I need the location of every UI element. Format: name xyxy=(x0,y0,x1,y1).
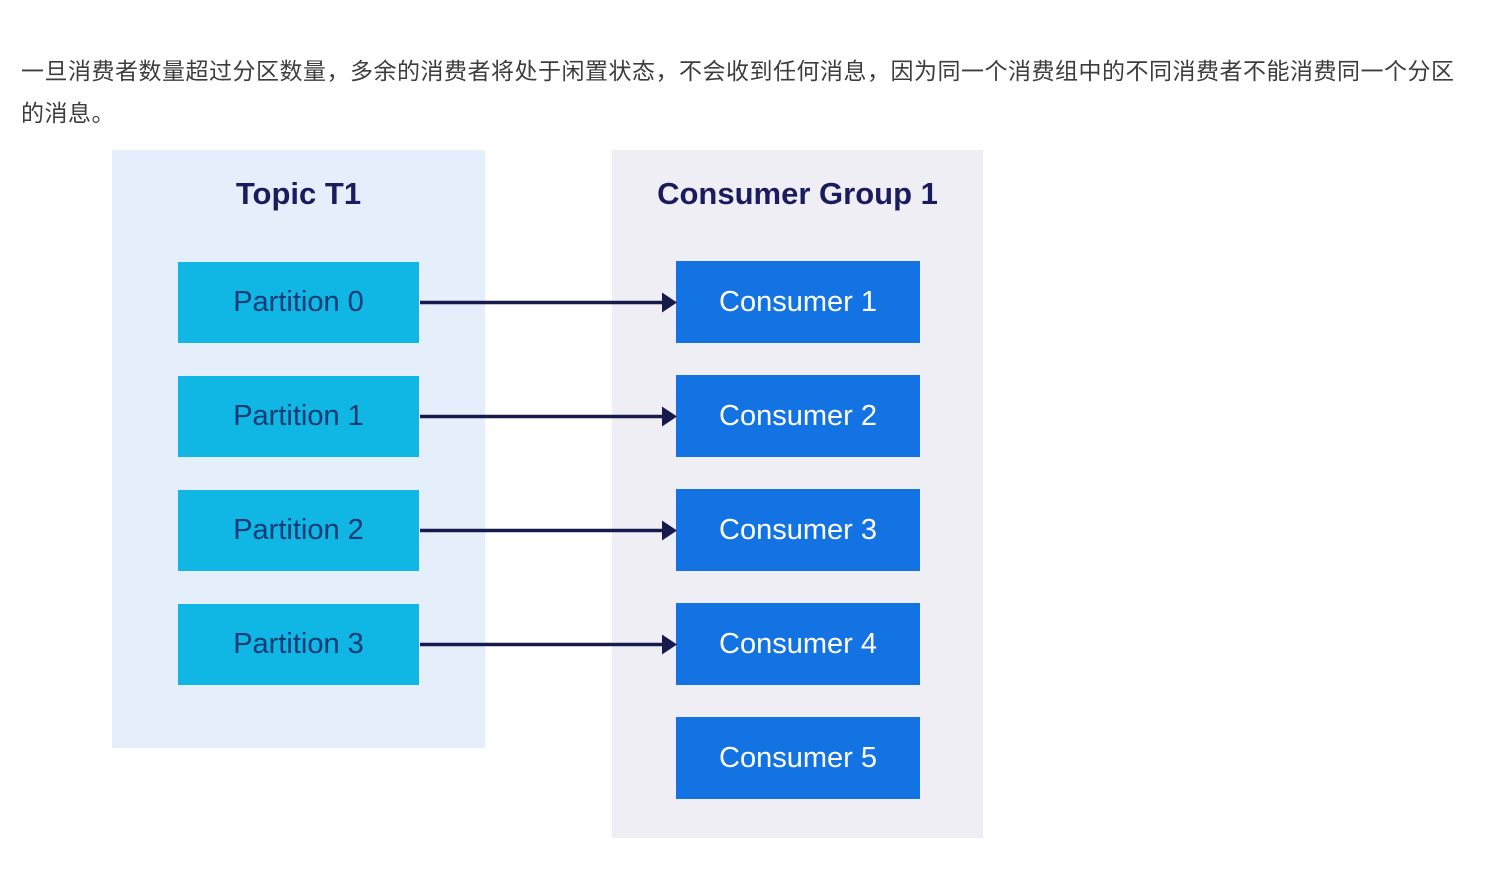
consumer-box: Consumer 3 xyxy=(676,489,920,571)
consumer-group-title: Consumer Group 1 xyxy=(657,176,938,211)
partition-box: Partition 1 xyxy=(178,376,419,457)
partition-box: Partition 3 xyxy=(178,604,419,685)
partition-box: Partition 0 xyxy=(178,262,419,343)
partition-box: Partition 2 xyxy=(178,490,419,571)
consumer-box: Consumer 2 xyxy=(676,375,920,457)
topic-panel-title: Topic T1 xyxy=(235,176,362,211)
consumer-box: Consumer 5 xyxy=(676,717,920,799)
intro-paragraph: 一旦消费者数量超过分区数量，多余的消费者将处于闲置状态，不会收到任何消息，因为同… xyxy=(21,58,1455,126)
consumer-box: Consumer 4 xyxy=(676,603,920,685)
consumer-box: Consumer 1 xyxy=(676,261,920,343)
